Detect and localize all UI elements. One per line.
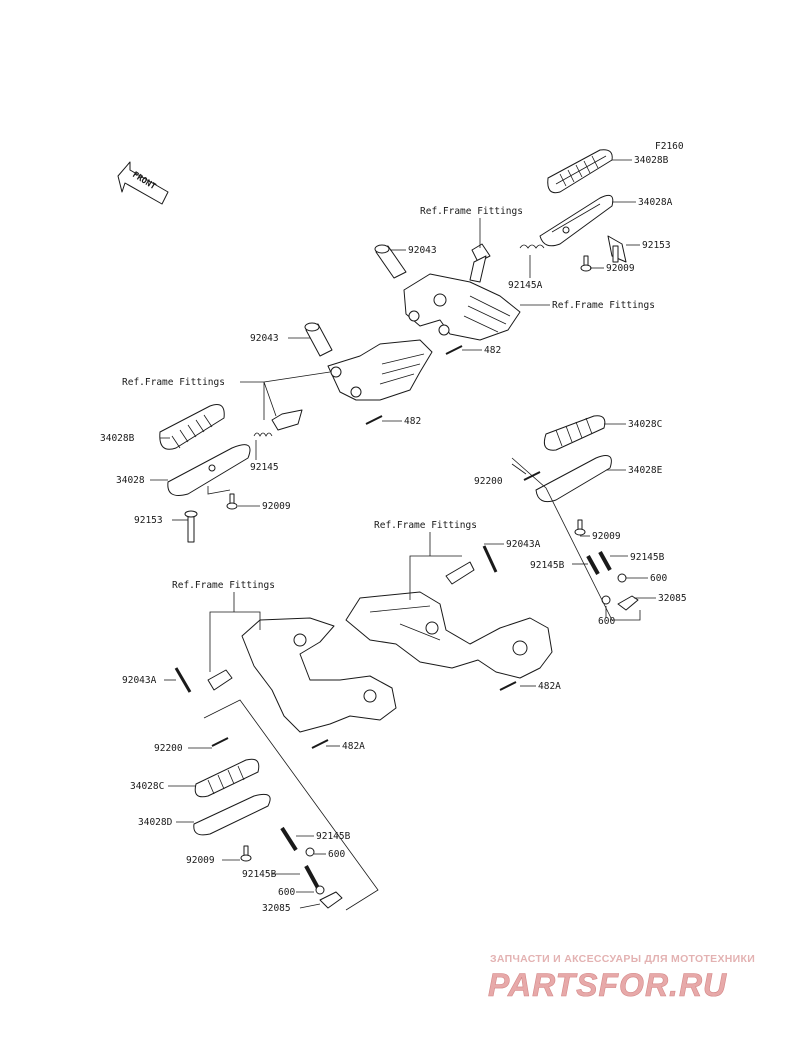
label-92145B-right-b: 92145B [630, 552, 665, 563]
bolt-top-right [469, 243, 491, 283]
front-arrow-icon: FRONT [117, 161, 169, 205]
balls-600-left [305, 847, 325, 895]
label-600-left-b: 600 [278, 887, 295, 898]
footrest-bracket-34028 [167, 444, 251, 496]
label-92200-left: 92200 [154, 743, 183, 754]
label-ref-frame-left: Ref.Frame Fittings [122, 377, 225, 388]
label-92043-left: 92043 [250, 333, 279, 344]
pin-482A-left [311, 739, 329, 749]
label-92145B-left-b: 92145B [242, 869, 277, 880]
label-34028A: 34028A [638, 197, 673, 208]
pin-92153-left [184, 510, 198, 543]
balls-600-right [601, 573, 627, 605]
label-34028B-left: 34028B [100, 433, 135, 444]
pin-92153 [607, 235, 627, 263]
label-92043-top: 92043 [408, 245, 437, 256]
springs-92145B-left [280, 826, 320, 889]
collar-92043-top [374, 244, 407, 279]
footrest-rubber-34028C-left [194, 758, 260, 798]
collar-92043A-left [174, 667, 192, 693]
footrest-rubber-34028C-right [543, 415, 606, 451]
bolt-left [271, 409, 303, 431]
spring-92145 [253, 432, 273, 437]
label-92145B-right-a: 92145B [530, 560, 565, 571]
bolt-92009-right [574, 519, 586, 536]
footrest-rubber-34028B [547, 149, 613, 194]
label-92009-bottom: 92009 [186, 855, 215, 866]
collar-92043A-right [482, 545, 498, 573]
label-92009-left: 92009 [262, 501, 291, 512]
label-ref-frame-right: Ref.Frame Fittings [552, 300, 655, 311]
label-92145: 92145 [250, 462, 279, 473]
bolt-92009-bottom [240, 845, 252, 862]
label-32085-left: 32085 [262, 903, 291, 914]
label-92043A-right: 92043A [506, 539, 541, 550]
pin-482A-right [499, 681, 517, 691]
label-34028B-top: 34028B [634, 155, 669, 166]
label-92009-right: 92009 [592, 531, 621, 542]
watermark-brand: PARTSFOR.RU [488, 967, 727, 1003]
passenger-bracket-left [241, 617, 397, 733]
detent-32085-left [319, 891, 343, 909]
label-34028: 34028 [116, 475, 145, 486]
washer-92200-left [211, 737, 229, 747]
label-92153-top: 92153 [642, 240, 671, 251]
footrest-bracket-34028A [539, 194, 614, 247]
label-ref-frame-mid: Ref.Frame Fittings [374, 520, 477, 531]
label-34028D: 34028D [138, 817, 173, 828]
bolt-right-passenger [445, 561, 475, 585]
bolt-92009-left [226, 493, 238, 510]
watermark-tagline: ЗАПЧАСТИ И АКСЕССУАРЫ ДЛЯ МОТОТЕХНИКИ [490, 953, 755, 965]
label-ref-frame-top: Ref.Frame Fittings [420, 206, 523, 217]
label-482A-left: 482A [342, 741, 365, 752]
leader-lines [150, 159, 656, 911]
label-600-right-b: 600 [598, 616, 615, 627]
label-92145B-left-a: 92145B [316, 831, 351, 842]
rider-bracket-left [327, 339, 433, 401]
label-92153-left: 92153 [134, 515, 163, 526]
springs-92145B-right [586, 551, 612, 575]
footrest-rubber-34028B-left [159, 404, 225, 450]
label-34028C-right: 34028C [628, 419, 662, 430]
rider-bracket-right [403, 273, 521, 341]
diagram-code: F2160 [655, 141, 684, 152]
label-92145A: 92145A [508, 280, 543, 291]
detent-32085-right [617, 595, 639, 611]
spring-92145A [519, 244, 545, 249]
pin-482-left [365, 415, 383, 425]
bolt-left-passenger [207, 669, 233, 691]
footrest-bracket-34028E [535, 455, 612, 503]
label-92043A-left: 92043A [122, 675, 157, 686]
label-600-left-a: 600 [328, 849, 345, 860]
label-92200-right: 92200 [474, 476, 503, 487]
label-34028E: 34028E [628, 465, 663, 476]
label-482-top: 482 [484, 345, 501, 356]
label-482-left: 482 [404, 416, 421, 427]
label-32085-right: 32085 [658, 593, 687, 604]
passenger-bracket-right [345, 591, 553, 679]
pin-482-top [445, 345, 463, 355]
collar-92043-left [304, 322, 333, 357]
label-92009-top: 92009 [606, 263, 635, 274]
bolt-92009-top [580, 255, 592, 272]
label-ref-frame-lower: Ref.Frame Fittings [172, 580, 275, 591]
footrest-bracket-34028D [193, 793, 271, 836]
label-482A-right: 482A [538, 681, 561, 692]
label-34028C-left: 34028C [130, 781, 164, 792]
label-600-right-a: 600 [650, 573, 667, 584]
